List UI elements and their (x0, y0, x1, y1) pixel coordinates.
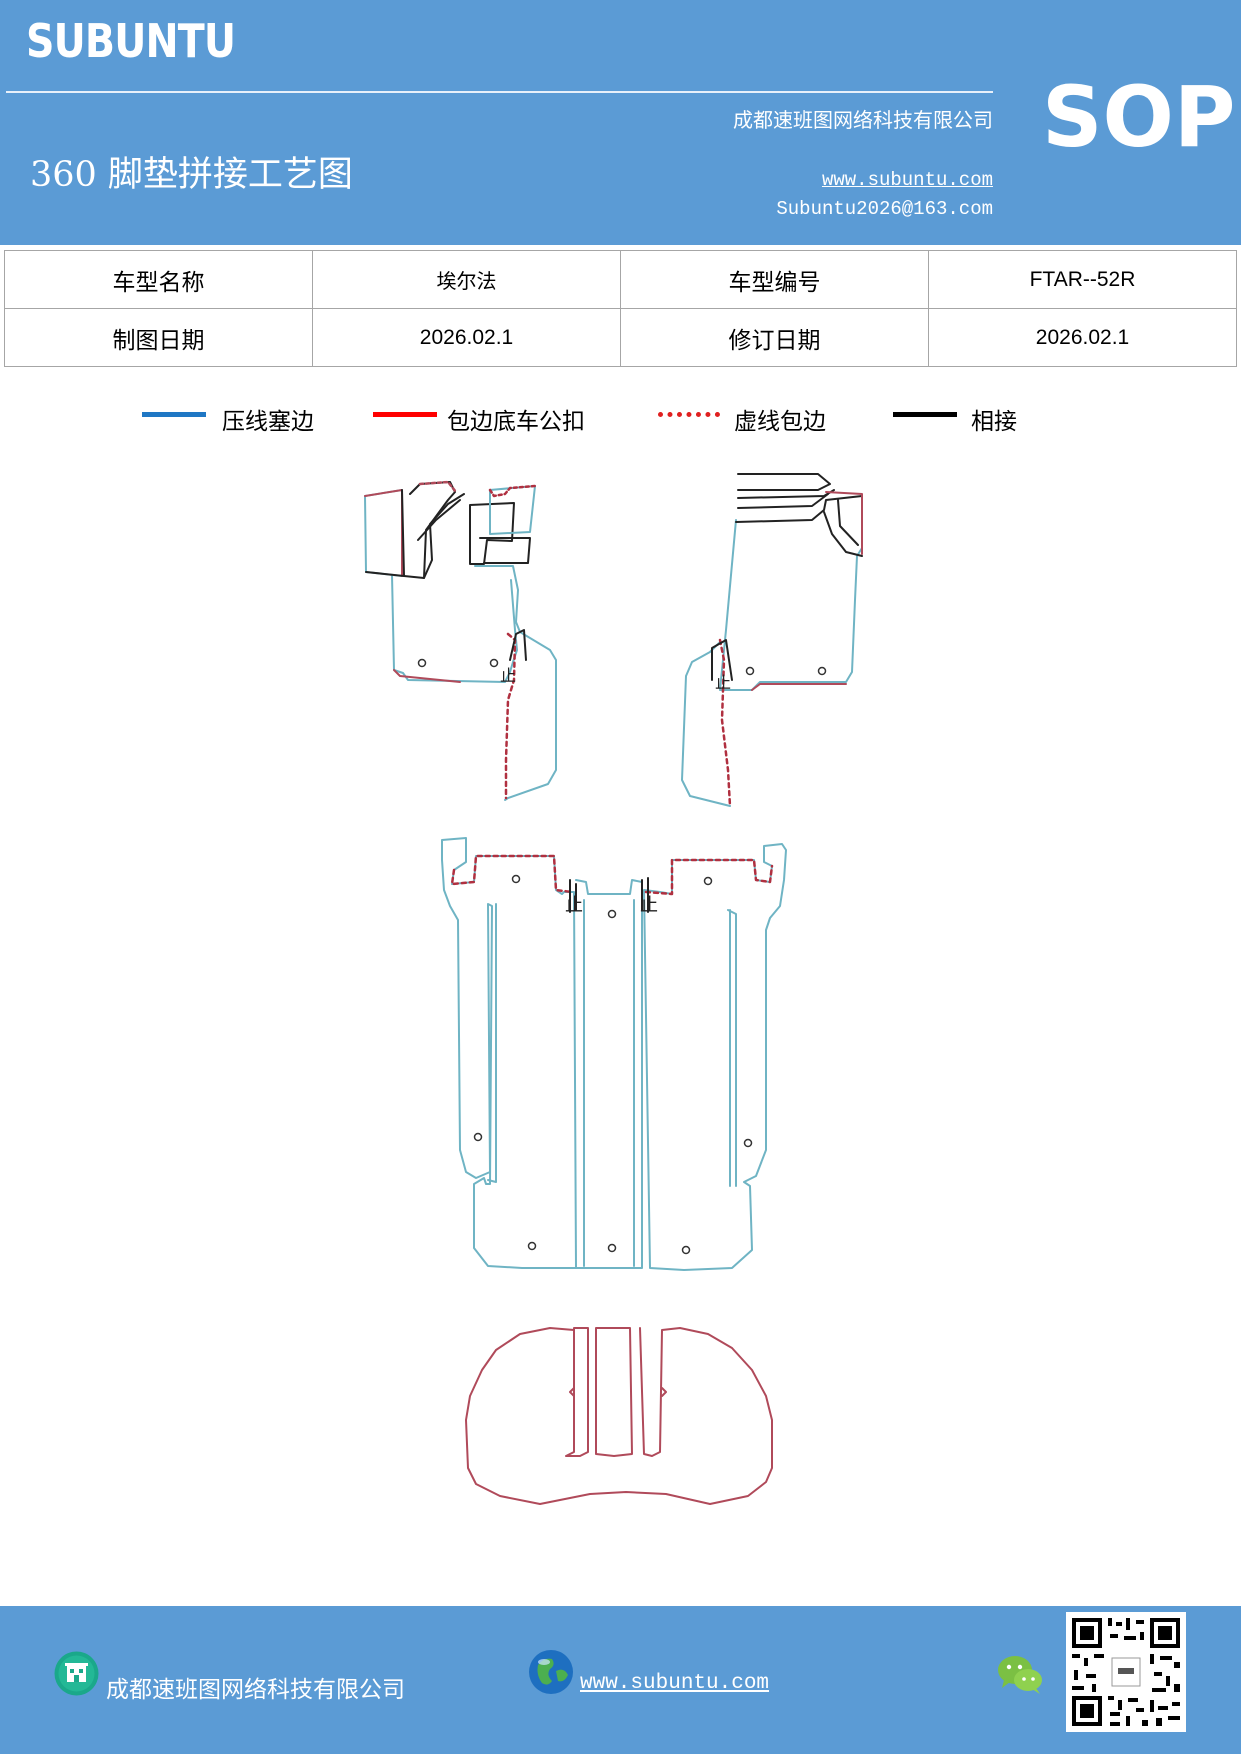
stop-mark: 止 (715, 673, 731, 692)
header-divider (6, 91, 993, 93)
legend-label: 虚线包边 (734, 409, 826, 435)
vehicle-info-table: 车型名称 埃尔法 车型编号 FTAR--52R 制图日期 2026.02.1 修… (4, 250, 1237, 367)
label-drawing-date: 制图日期 (4, 308, 313, 367)
table-row: 制图日期 2026.02.1 修订日期 2026.02.1 (4, 308, 1237, 367)
email-address: Subuntu2026@163.com (776, 198, 993, 220)
rear-mat (465, 1327, 773, 1505)
stop-mark: 止 (640, 895, 658, 916)
legend-label: 相接 (971, 409, 1017, 435)
value-model-name: 埃尔法 (312, 250, 621, 309)
legend: 压线塞边 包边底车公扣 虚线包边 相接 (0, 398, 1241, 438)
page-title: 360 脚垫拼接工艺图 (30, 155, 353, 195)
label-model-name: 车型名称 (4, 250, 313, 309)
floor-mat-diagram: 止 止 (364, 473, 863, 1505)
value-drawing-date: 2026.02.1 (312, 308, 621, 367)
wechat-icon (998, 1656, 1042, 1694)
table-row: 车型名称 埃尔法 车型编号 FTAR--52R (4, 250, 1237, 309)
stop-mark: 止 (565, 895, 583, 916)
header-banner: SUBUNTU 成都速班图网络科技有限公司 360 脚垫拼接工艺图 www.su… (0, 0, 1241, 245)
company-name: 成都速班图网络科技有限公司 (733, 108, 993, 132)
stop-mark: 止 (500, 666, 516, 685)
middle-row-mats: 止 止 (441, 837, 787, 1271)
qr-code[interactable] (1066, 1612, 1186, 1732)
footer-website-link[interactable]: www.subuntu.com (580, 1672, 770, 1695)
legend-swatch-red (373, 412, 437, 417)
footer-bar: 成都速班图网络科技有限公司 www.subuntu.com (0, 1606, 1241, 1754)
label-revision-date: 修订日期 (620, 308, 929, 367)
doc-type-label: SOP (1042, 68, 1236, 166)
front-left-mat: 止 (364, 480, 557, 801)
legend-swatch-blue (142, 412, 206, 417)
label-model-code: 车型编号 (620, 250, 929, 309)
front-right-mat: 止 (681, 473, 863, 808)
brand-logo: SUBUNTU (26, 14, 236, 68)
legend-swatch-dotted-red (658, 412, 720, 417)
legend-label: 包边底车公扣 (447, 409, 585, 435)
globe-icon (529, 1650, 573, 1694)
footer-company-name: 成都速班图网络科技有限公司 (106, 1677, 405, 1703)
qr-code-image (1066, 1612, 1186, 1732)
building-icon (54, 1651, 99, 1696)
value-model-code: FTAR--52R (928, 250, 1237, 309)
value-revision-date: 2026.02.1 (928, 308, 1237, 367)
website-link[interactable]: www.subuntu.com (821, 169, 993, 191)
legend-label: 压线塞边 (222, 409, 314, 435)
legend-swatch-black (893, 412, 957, 417)
